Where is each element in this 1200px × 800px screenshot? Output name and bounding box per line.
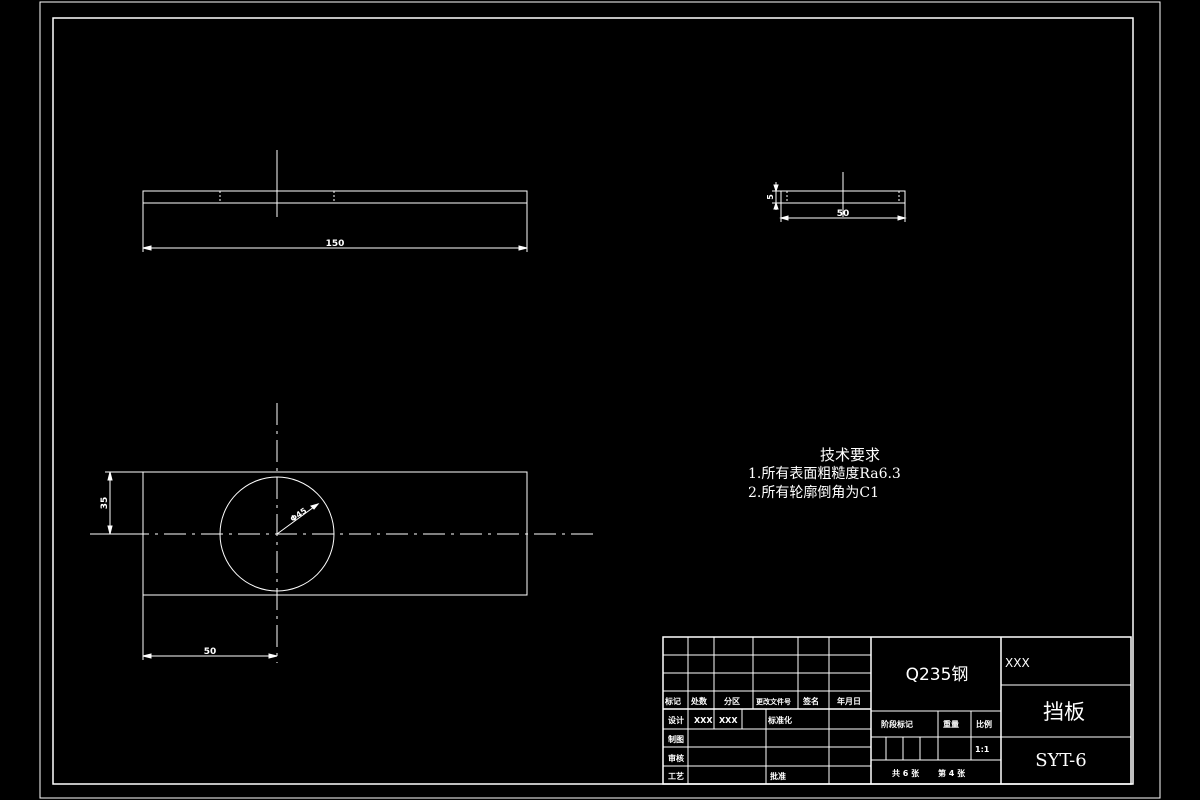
side-view bbox=[772, 172, 907, 222]
top-view bbox=[142, 150, 528, 252]
approve-label: 批准 bbox=[770, 771, 786, 781]
stage-label: 阶段标记 bbox=[881, 719, 913, 729]
dim-side-length: 50 bbox=[837, 209, 850, 219]
review-label: 审核 bbox=[668, 753, 684, 763]
dim-front-offset: 50 bbox=[204, 647, 217, 657]
dim-front-height: 35 bbox=[100, 497, 110, 510]
standardization-label: 标准化 bbox=[767, 715, 792, 725]
dim-hole-diameter: Φ45 bbox=[289, 506, 309, 524]
inner-border bbox=[52, 17, 1134, 785]
tech-requirements-title: 技术要求 bbox=[820, 446, 881, 464]
title-block-labels: 标记 处数 分区 更改文件号 签名 年月日 设计 XXX XXX 标准化 制图 … bbox=[664, 696, 992, 781]
designer-name-2: XXX bbox=[719, 716, 738, 725]
drawing-number: SYT-6 bbox=[1035, 750, 1086, 771]
material: Q235钢 bbox=[906, 665, 969, 685]
designer-name: XXX bbox=[694, 716, 713, 725]
drafting-label: 制图 bbox=[668, 734, 684, 744]
front-view bbox=[90, 403, 598, 663]
sheets-total: 共 6 张 bbox=[892, 768, 920, 778]
process-label: 工艺 bbox=[668, 771, 684, 781]
rev-label-count: 处数 bbox=[690, 696, 708, 706]
tech-requirement-2: 2.所有轮廓倒角为C1 bbox=[748, 485, 879, 501]
sheet-number: 第 4 张 bbox=[938, 768, 966, 778]
part-name: 挡板 bbox=[1043, 700, 1085, 724]
dim-side-thickness: 5 bbox=[766, 194, 775, 200]
rev-label-date: 年月日 bbox=[837, 696, 861, 706]
weight-label: 重量 bbox=[943, 719, 959, 729]
design-label: 设计 bbox=[668, 715, 684, 725]
tech-requirement-1: 1.所有表面粗糙度Ra6.3 bbox=[748, 466, 901, 482]
rev-label-change-doc: 更改文件号 bbox=[756, 697, 791, 706]
title-block bbox=[662, 636, 1132, 785]
outer-border bbox=[39, 1, 1161, 799]
company-name: XXX bbox=[1005, 656, 1030, 670]
scale-label: 比例 bbox=[976, 719, 992, 729]
rev-label-mark: 标记 bbox=[664, 696, 681, 706]
scale-value: 1:1 bbox=[975, 745, 990, 754]
dim-top-length: 150 bbox=[326, 239, 345, 249]
rev-label-zone: 分区 bbox=[724, 696, 740, 706]
rev-label-sign: 签名 bbox=[802, 696, 819, 706]
